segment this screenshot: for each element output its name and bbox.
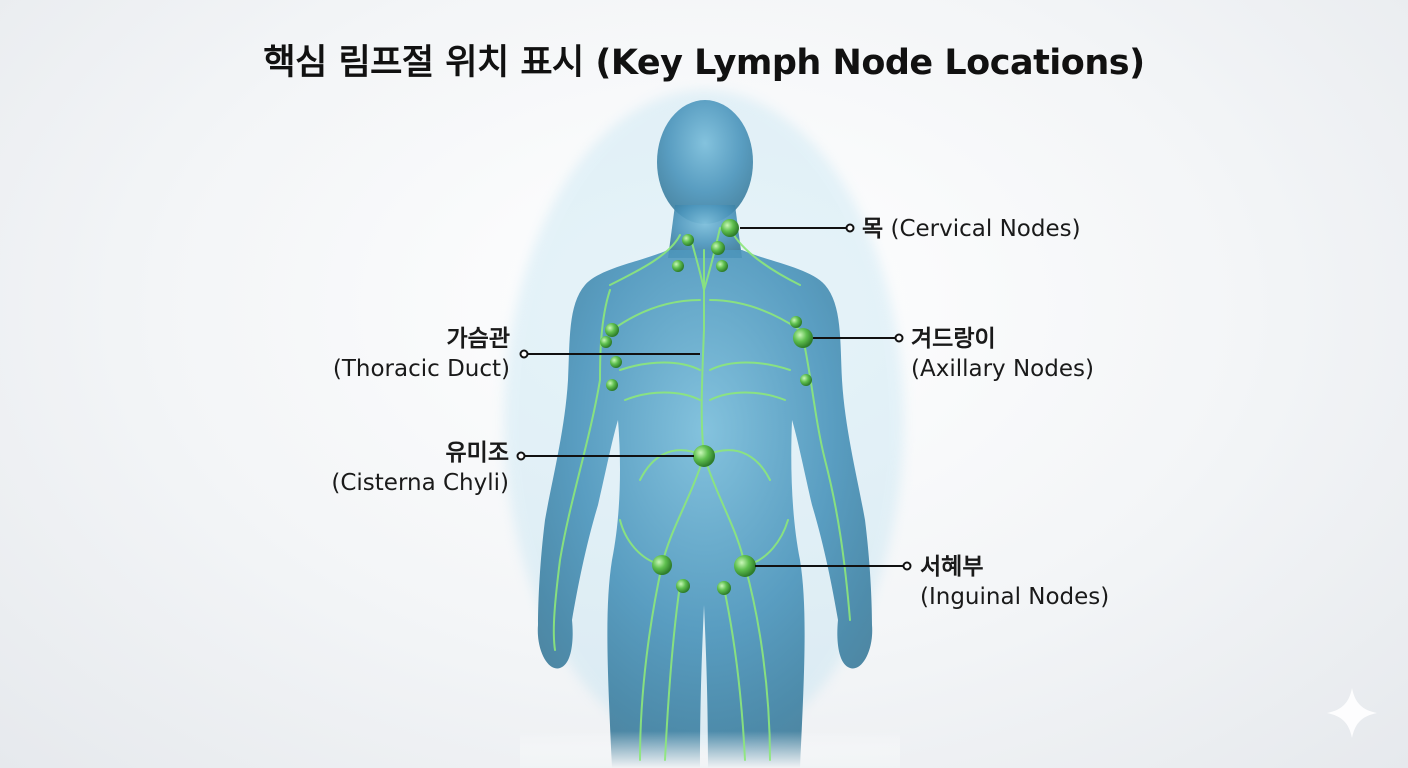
lymph-node (716, 260, 728, 272)
lymph-node (693, 445, 715, 467)
lymph-node (721, 219, 739, 237)
lymph-node (600, 336, 612, 348)
leader-lines (516, 223, 912, 571)
lymph-node (605, 323, 619, 337)
label-thoracic-en: (Thoracic Duct) (332, 356, 510, 382)
label-inguinal-en: (Inguinal Nodes) (920, 584, 1110, 610)
body-silhouette (504, 90, 904, 768)
label-cisterna-ko: 유미조 (445, 440, 509, 466)
sparkle-icon (1327, 688, 1377, 738)
lymph-node (676, 579, 690, 593)
lymph-node (790, 316, 802, 328)
label-inguinal-ko: 서혜부 (920, 554, 984, 580)
label-thoracic-ko: 가슴관 (446, 326, 510, 352)
lymph-node (711, 241, 725, 255)
label-thoracic: 가슴관 (Thoracic Duct) (333, 324, 510, 384)
label-axillary: 겨드랑이 (Axillary Nodes) (911, 324, 1094, 384)
lymph-nodes (600, 219, 813, 595)
label-cervical-ko: 목 (862, 216, 884, 242)
label-axillary-en: (Axillary Nodes) (911, 356, 1094, 382)
label-inguinal: 서혜부 (Inguinal Nodes) (920, 552, 1109, 612)
lymph-node (800, 374, 812, 386)
lymph-node (672, 260, 684, 272)
lymph-node (682, 234, 694, 246)
lymph-node (734, 555, 756, 577)
lymph-node (793, 328, 813, 348)
label-cisterna: 유미조 (Cisterna Chyli) (331, 438, 509, 498)
lymph-node (606, 379, 618, 391)
label-cervical: 목 (Cervical Nodes) (862, 214, 1081, 244)
lymph-node (610, 356, 622, 368)
page-title: 핵심 림프절 위치 표시 (Key Lymph Node Locations) (263, 43, 1145, 83)
label-cervical-en: (Cervical Nodes) (890, 216, 1081, 242)
lymph-node (652, 555, 672, 575)
lymph-node (717, 581, 731, 595)
label-axillary-ko: 겨드랑이 (911, 326, 996, 352)
label-cisterna-en: (Cisterna Chyli) (331, 470, 509, 496)
